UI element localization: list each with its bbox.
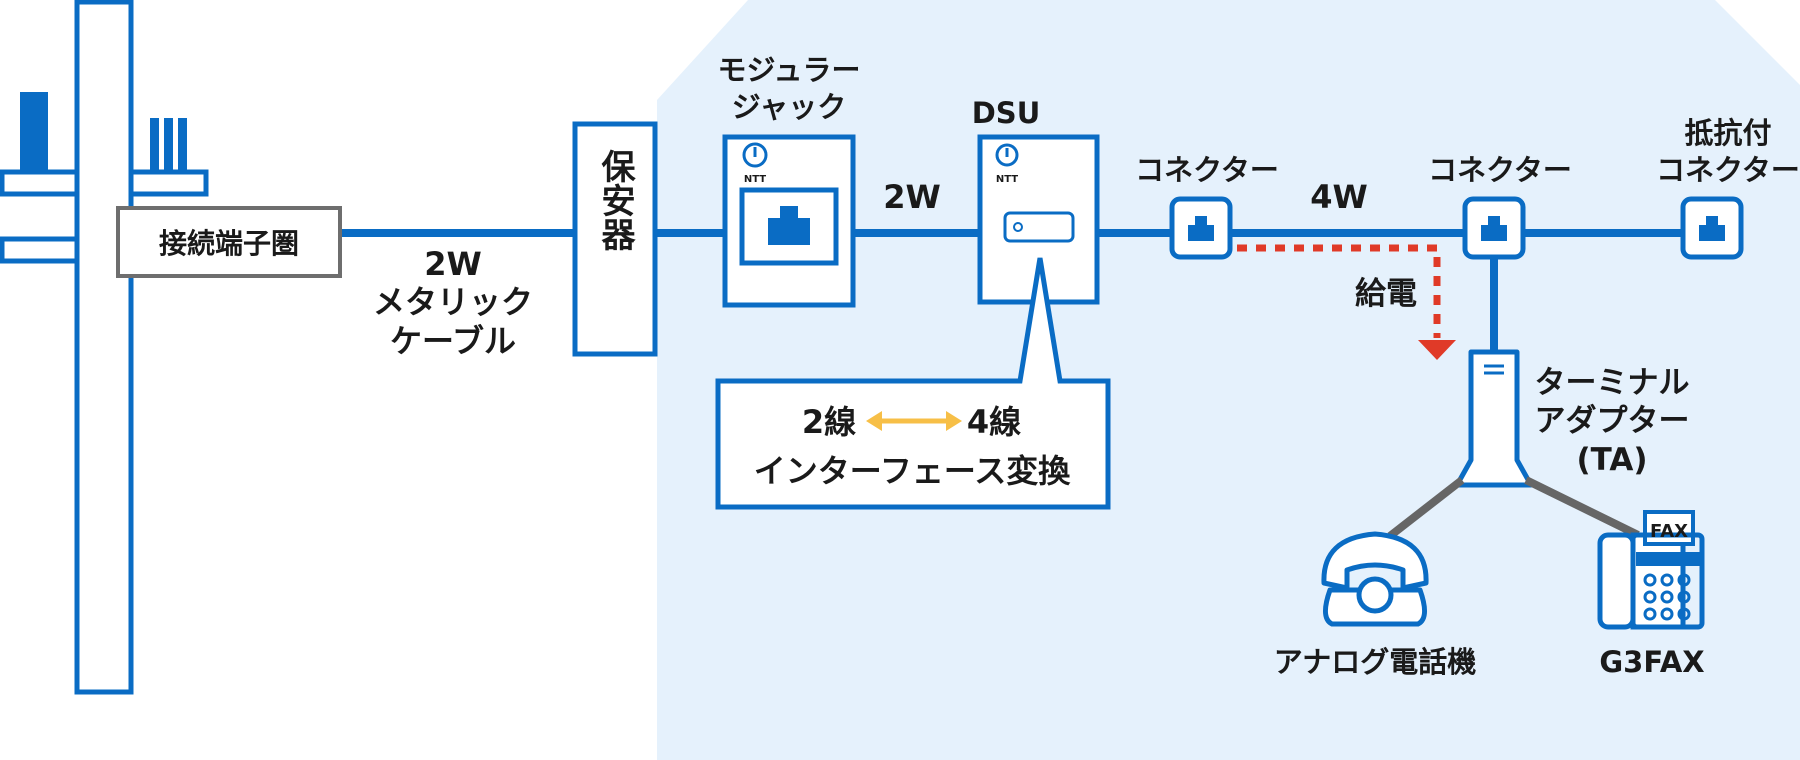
analog-phone-label: アナログ電話機 bbox=[1274, 645, 1476, 679]
utility-pole-icon bbox=[0, 0, 209, 695]
callout-box bbox=[715, 257, 1111, 510]
link-2w-label: 2W bbox=[883, 178, 941, 216]
main-line bbox=[340, 229, 1683, 352]
device-links bbox=[1387, 476, 1640, 540]
ntt-logo-icon: NTT bbox=[742, 142, 768, 185]
connector2-jack-icon bbox=[1462, 196, 1526, 260]
bidirectional-arrow-icon bbox=[866, 411, 962, 431]
callout-4wire: 4線 bbox=[967, 403, 1021, 441]
connector1-jack-icon bbox=[1169, 196, 1233, 260]
modular-label-1: モジュラー bbox=[718, 53, 861, 87]
dsu-label: DSU bbox=[972, 96, 1041, 130]
ntt-mark-1: NTT bbox=[744, 174, 766, 185]
telephone-icon bbox=[1321, 531, 1429, 627]
cable-label-1: 2W bbox=[424, 245, 482, 283]
ntt-mark-2: NTT bbox=[996, 174, 1018, 185]
g3fax-label: G3FAX bbox=[1599, 645, 1704, 679]
protector-label: 保安器 bbox=[595, 149, 635, 251]
cable-label-3: ケーブル bbox=[390, 322, 516, 360]
callout-text: インターフェース変換 bbox=[754, 452, 1071, 490]
callout-2wire: 2線 bbox=[802, 403, 856, 441]
terminal-box bbox=[116, 206, 342, 278]
fax-machine-icon bbox=[1597, 510, 1705, 630]
rj-jack-icon bbox=[739, 187, 839, 266]
ta-label-2: アダプター bbox=[1535, 403, 1690, 439]
protector-box bbox=[572, 121, 658, 357]
term-connector-label-2: コネクター bbox=[1656, 153, 1800, 187]
term-connector-jack-icon bbox=[1680, 196, 1744, 260]
power-feed-label: 給電 bbox=[1355, 276, 1417, 312]
premises-area bbox=[657, 0, 1800, 760]
terminal-box-label: 接続端子圏 bbox=[159, 227, 299, 260]
ta-label-1: ターミナル bbox=[1535, 365, 1690, 401]
cable-label-2: メタリック bbox=[373, 283, 533, 321]
power-feed-arrow bbox=[1237, 244, 1456, 360]
dsu-panel bbox=[1003, 211, 1075, 243]
fax-screen-label: FAX bbox=[1650, 521, 1688, 542]
ta-label-3: (TA) bbox=[1576, 442, 1647, 478]
connector1-label: コネクター bbox=[1135, 153, 1279, 187]
modular-label-2: ジャック bbox=[732, 90, 847, 124]
link-4w-label: 4W bbox=[1310, 178, 1368, 216]
ntt-logo-icon: NTT bbox=[995, 143, 1019, 185]
term-connector-label-1: 抵抗付 bbox=[1684, 116, 1771, 150]
connector2-label: コネクター bbox=[1428, 153, 1572, 187]
